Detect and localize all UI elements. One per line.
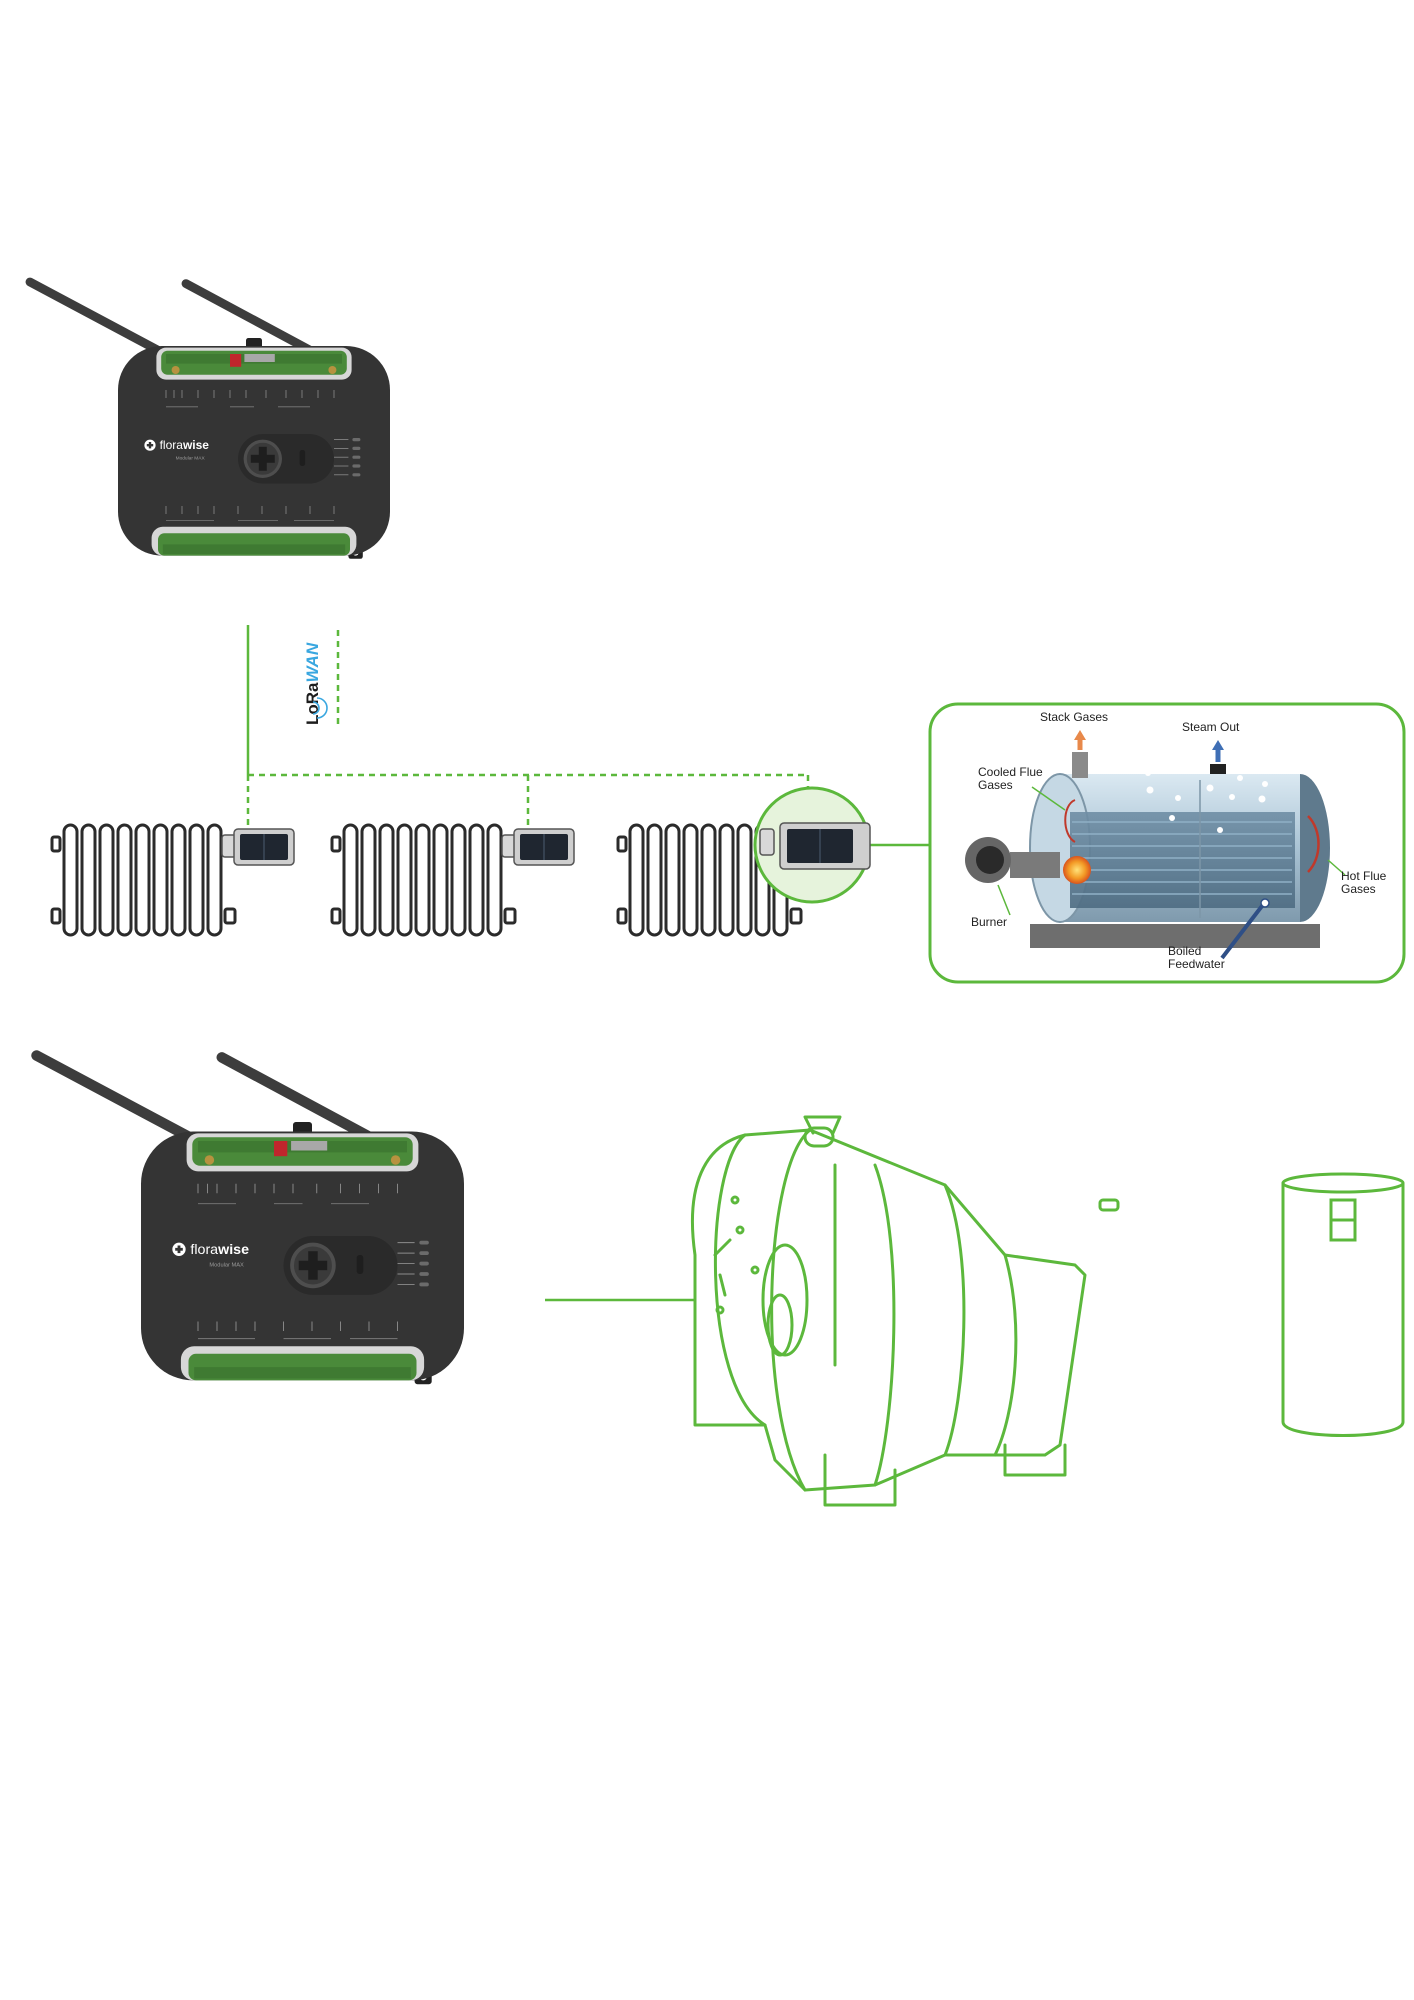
label-stack-gases: Stack Gases (1040, 710, 1108, 724)
sensor-zoom (759, 822, 871, 870)
svg-text:florawise: florawise (190, 1242, 249, 1258)
label-cooled-flue-1: Cooled Flue (978, 765, 1043, 779)
label-cooled-flue-2: Gases (978, 778, 1013, 792)
label-boiled-1: Boiled (1168, 944, 1201, 958)
label-boiled-2: Feedwater (1168, 957, 1225, 971)
gateway-controller-top: florawise Modular MAX (30, 282, 390, 559)
boiler-outline-illustration (690, 1115, 1120, 1507)
label-hot-flue-2: Gases (1341, 882, 1376, 896)
brand-name-bottom: flora (190, 1242, 218, 1258)
label-steam-out: Steam Out (1182, 720, 1240, 734)
model-name-bottom: Modular MAX (209, 1262, 244, 1268)
label-hot-flue-1: Hot Flue (1341, 869, 1387, 883)
storage-tank-outline (1281, 1172, 1405, 1437)
label-burner: Burner (971, 915, 1007, 929)
svg-text:LoRaWAN: LoRaWAN (303, 642, 322, 725)
boiler-cutaway-illustration (965, 730, 1346, 960)
svg-text:florawise: florawise (160, 438, 210, 452)
brand-name-top: flora (160, 438, 184, 452)
radiator-1 (50, 823, 296, 937)
boiler-labels: Stack Gases Steam Out Cooled Flue Gases … (971, 710, 1387, 971)
radiator-2 (330, 823, 576, 937)
lorawan-logo: LoRaWAN (303, 642, 322, 725)
gateway-controller-bottom: florawise Modular MAX (36, 1056, 464, 1385)
model-name-top: Modular MAX (176, 456, 206, 462)
signal-waves-icon (312, 697, 328, 719)
